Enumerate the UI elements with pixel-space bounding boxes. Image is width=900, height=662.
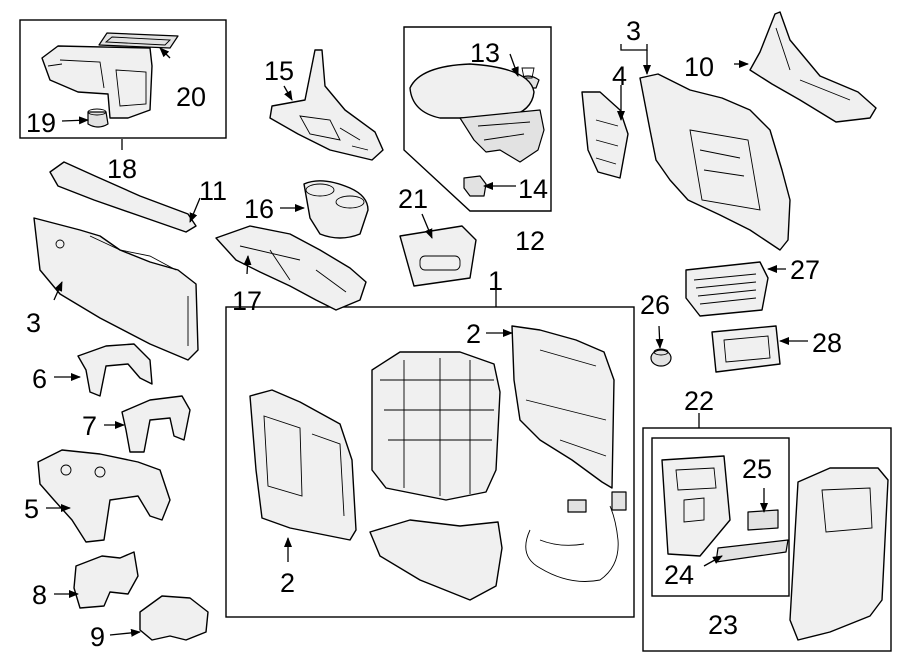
callout-2-top: 2 [466, 319, 481, 349]
part-10-trim [749, 11, 877, 123]
callout-1: 1 [488, 266, 503, 296]
callout-9: 9 [90, 622, 105, 652]
callout-25: 25 [742, 454, 772, 484]
callout-10: 10 [684, 52, 714, 82]
callout-13: 13 [470, 38, 500, 68]
part-19-clip [87, 108, 109, 128]
part-28-bezel [711, 325, 781, 373]
part-8-bracket [73, 551, 139, 609]
callout-11: 11 [199, 176, 227, 206]
callout-19: 19 [26, 108, 56, 138]
part-1-console-body [371, 351, 501, 501]
callout-labels: 20 19 18 15 13 14 12 21 3 4 10 11 16 17 … [24, 16, 842, 652]
callout-14: 14 [518, 174, 548, 204]
group-box-12 [403, 26, 552, 212]
callout-8: 8 [32, 580, 47, 610]
group-box-1 [225, 306, 635, 618]
part-2-right-panel [511, 325, 615, 489]
callout-4: 4 [612, 61, 627, 91]
part-lower-trim [369, 519, 503, 601]
callout-23: 23 [708, 610, 738, 640]
part-7-bracket [121, 395, 191, 453]
part-18-tray [41, 45, 153, 119]
part-2-left-panel [249, 389, 357, 541]
part-wire-harness [525, 491, 627, 582]
part-4-pocket [581, 91, 629, 179]
part-3-right-side-panel [639, 73, 791, 251]
part-25-clip [747, 509, 779, 531]
callout-17: 17 [232, 286, 262, 316]
callout-27: 27 [790, 255, 820, 285]
callout-21: 21 [398, 184, 428, 214]
part-27-vent [685, 261, 769, 317]
callout-24: 24 [664, 560, 694, 590]
part-11-strip [49, 161, 197, 233]
callout-18: 18 [107, 154, 137, 184]
part-26-plug [650, 348, 672, 367]
part-22-rear-panel [789, 467, 889, 641]
part-15-panel [269, 49, 384, 161]
callout-15: 15 [264, 56, 294, 86]
callout-2-bottom: 2 [280, 568, 295, 598]
group-box-18 [19, 19, 227, 139]
part-16-cup-holder [303, 180, 369, 239]
group-box-23 [651, 437, 790, 597]
callout-3-top: 3 [626, 16, 641, 46]
callout-20: 20 [176, 82, 206, 112]
part-20-pad [98, 32, 179, 49]
callout-12: 12 [515, 226, 545, 256]
callout-26: 26 [640, 290, 670, 320]
callout-22: 22 [684, 386, 714, 416]
group-box-22 [642, 427, 892, 652]
part-21-bezel [399, 225, 477, 287]
callout-6: 6 [32, 364, 47, 394]
part-12-armrest [409, 63, 545, 163]
callout-28: 28 [812, 328, 842, 358]
part-6-bracket [77, 343, 153, 397]
callout-16: 16 [244, 194, 274, 224]
leader-lines [46, 44, 808, 637]
callout-3-left: 3 [26, 308, 41, 338]
callout-5: 5 [24, 494, 39, 524]
part-5-mount [37, 449, 171, 543]
part-17-bracket [215, 225, 367, 311]
part-9-bracket [139, 595, 209, 641]
part-23-bezel [661, 455, 731, 557]
callout-7: 7 [82, 411, 97, 441]
part-24-pad [715, 539, 789, 563]
part-3-left-side-panel [33, 217, 199, 361]
part-14-bracket [463, 175, 487, 197]
